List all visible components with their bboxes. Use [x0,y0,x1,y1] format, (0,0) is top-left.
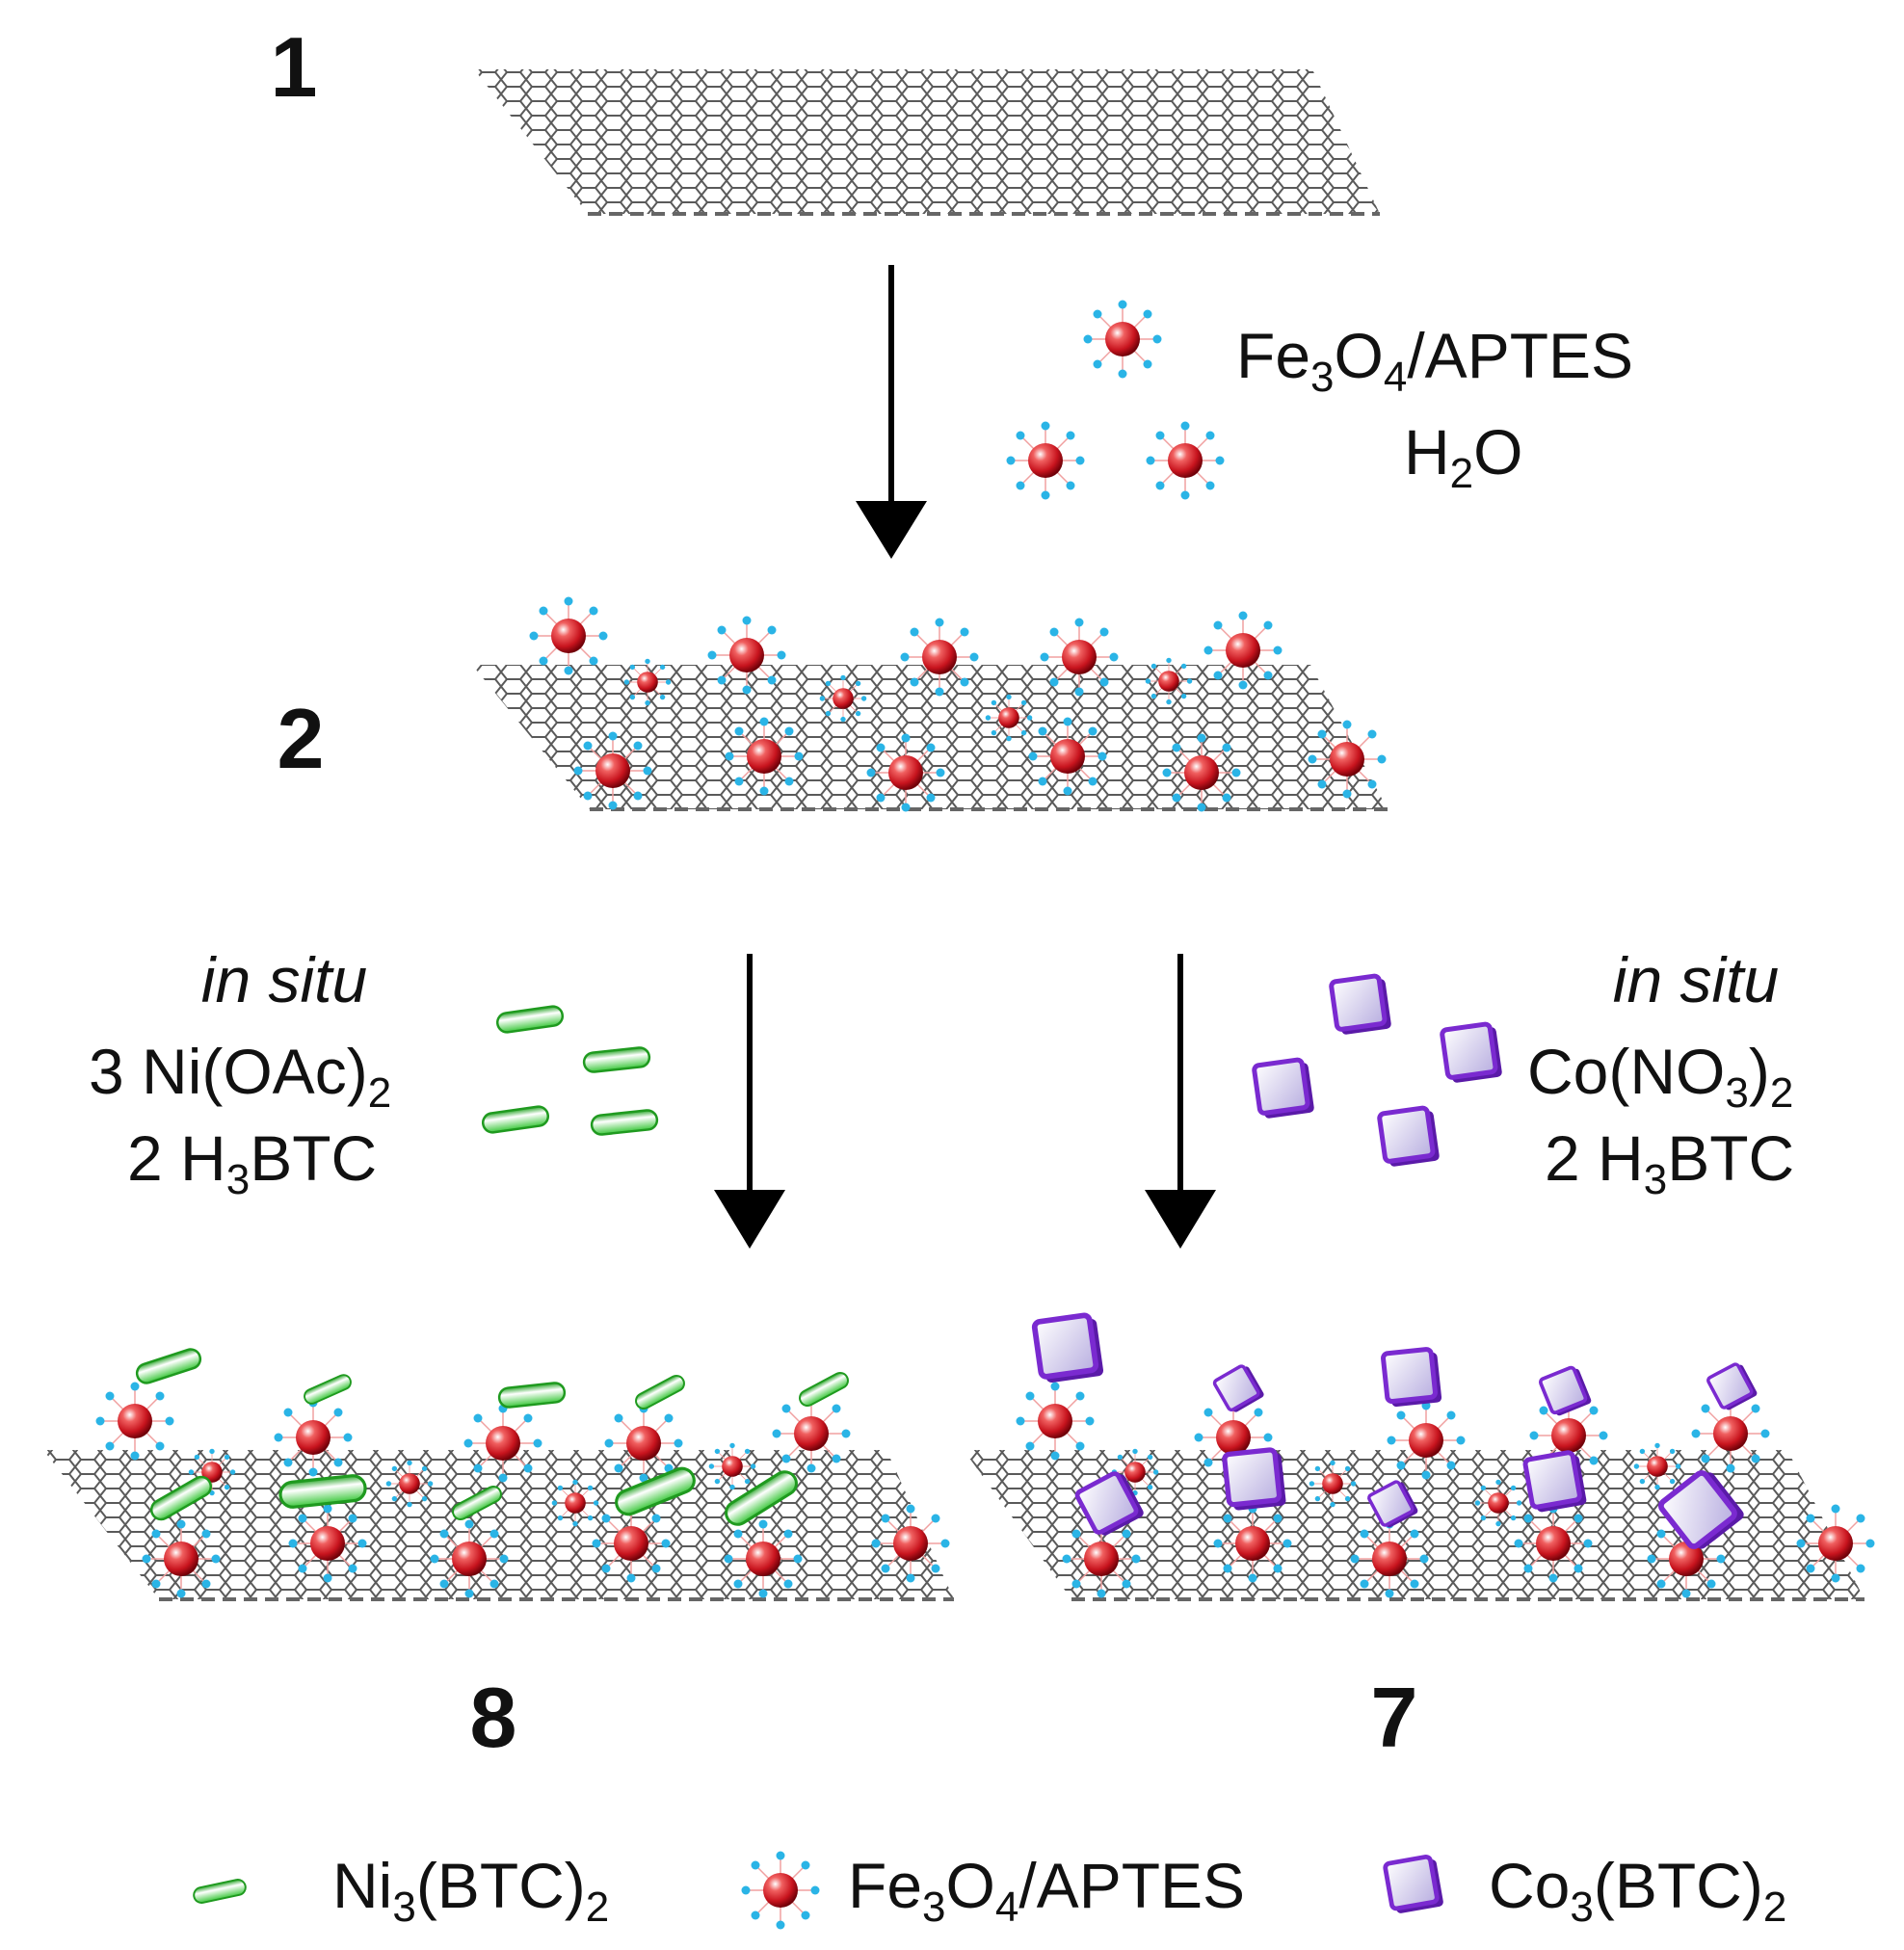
red-sphere-icon [740,1850,821,1931]
left-in-situ-label: in situ [201,944,367,1015]
purple-cube-icon [1385,1856,1444,1915]
green-rod-icon [191,1877,249,1906]
graphene-sheet-1 [474,69,1380,216]
reagent-ni-acetate: 3 Ni(OAc)2 [89,1036,391,1117]
compound-label-7: 7 [1371,1670,1418,1765]
graphene-sheet-2 [472,665,1388,811]
reaction-arrow-1 [856,265,927,559]
reaction-arrow-right [1145,954,1216,1249]
ni-btc-reagent-rods [480,1004,660,1137]
reagent-h3btc-left: 2 H3BTC [127,1122,377,1203]
fe3o4-aptes-reagent-particles [1005,299,1226,501]
right-in-situ-label: in situ [1613,944,1779,1015]
compound-label-8: 8 [470,1670,517,1765]
co-btc-reagent-cubes [1254,975,1502,1168]
legend-ni-btc-label: Ni3(BTC)2 [332,1850,609,1931]
compound-label-1: 1 [271,19,318,115]
legend-co-btc-label: Co3(BTC)2 [1489,1850,1786,1931]
reagent-fe3o4-aptes: Fe3O4/APTES [1236,320,1633,401]
reagent-co-nitrate: Co(NO3)2 [1527,1036,1793,1117]
legend: Ni3(BTC)2 Fe3O4/APTES Co3(BTC)2 [191,1850,1786,1931]
reaction-arrow-left [714,954,785,1249]
graphene-sheet-7 [964,1450,1864,1601]
reagent-h3btc-right: 2 H3BTC [1545,1122,1794,1203]
reagent-h2o: H2O [1404,416,1523,497]
legend-fe3o4-aptes-label: Fe3O4/APTES [848,1850,1245,1931]
compound-label-2: 2 [278,691,325,786]
